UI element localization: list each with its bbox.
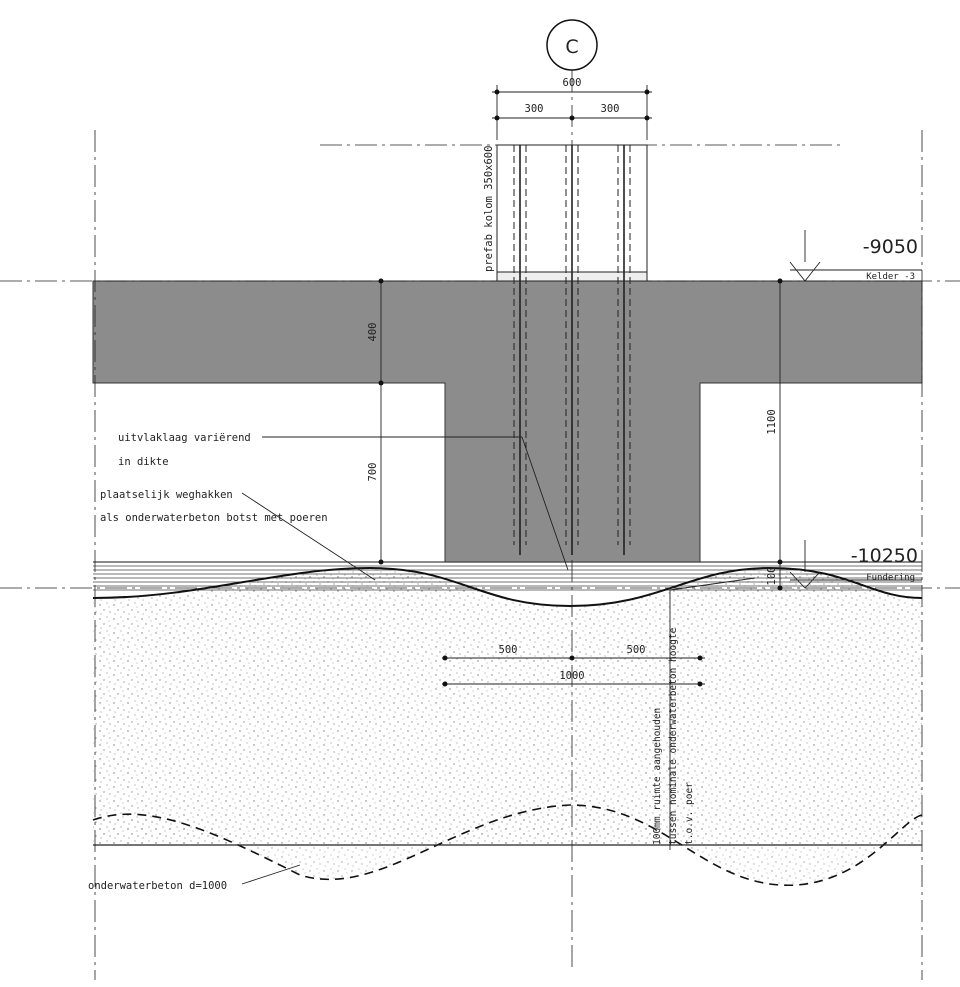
dim-void: 700: [367, 463, 379, 482]
lower-sand: [93, 805, 922, 886]
level-lower-value: -10250: [851, 545, 918, 567]
axis-lines: [0, 70, 960, 980]
underwater-label: onderwaterbeton d=1000: [88, 880, 227, 892]
dim-wave-left: 500: [499, 644, 518, 656]
dim-top-right: 300: [601, 103, 620, 115]
dim-wave-total: 1000: [559, 670, 584, 682]
dim-wave-right: 500: [627, 644, 646, 656]
dim-beam: 1100: [766, 409, 778, 434]
underwater-concrete: [93, 568, 922, 845]
underwater-dashed-wave: [92, 804, 923, 886]
grid-bubble: [546, 19, 598, 71]
dim-blinding: 100: [766, 567, 778, 586]
level-lower-name: Fundering: [866, 573, 915, 583]
space-label-3: t.o.v. poer: [684, 782, 695, 845]
level-upper-value: -9050: [863, 236, 918, 258]
dim-slab: 400: [367, 323, 379, 342]
levelling-label-2: in dikte: [118, 456, 169, 468]
levelling-label-1: uitvlaklaag variërend: [118, 432, 251, 444]
chip-label-1: plaatselijk weghakken: [100, 489, 233, 501]
grid-label: C: [565, 36, 578, 58]
space-label-2: tussen nominale onderwaterbeton hoogte: [668, 627, 679, 845]
nominal-wave-line: [92, 566, 923, 608]
space-label-1: 100mm ruimte aangehouden: [652, 708, 663, 845]
dim-top-total: 600: [563, 77, 582, 89]
level-upper-name: Kelder -3: [866, 272, 915, 282]
dim-top-left: 300: [525, 103, 544, 115]
column-label: prefab kolom 350x600: [483, 146, 495, 272]
chip-label-2: als onderwaterbeton botst met poeren: [100, 512, 328, 524]
